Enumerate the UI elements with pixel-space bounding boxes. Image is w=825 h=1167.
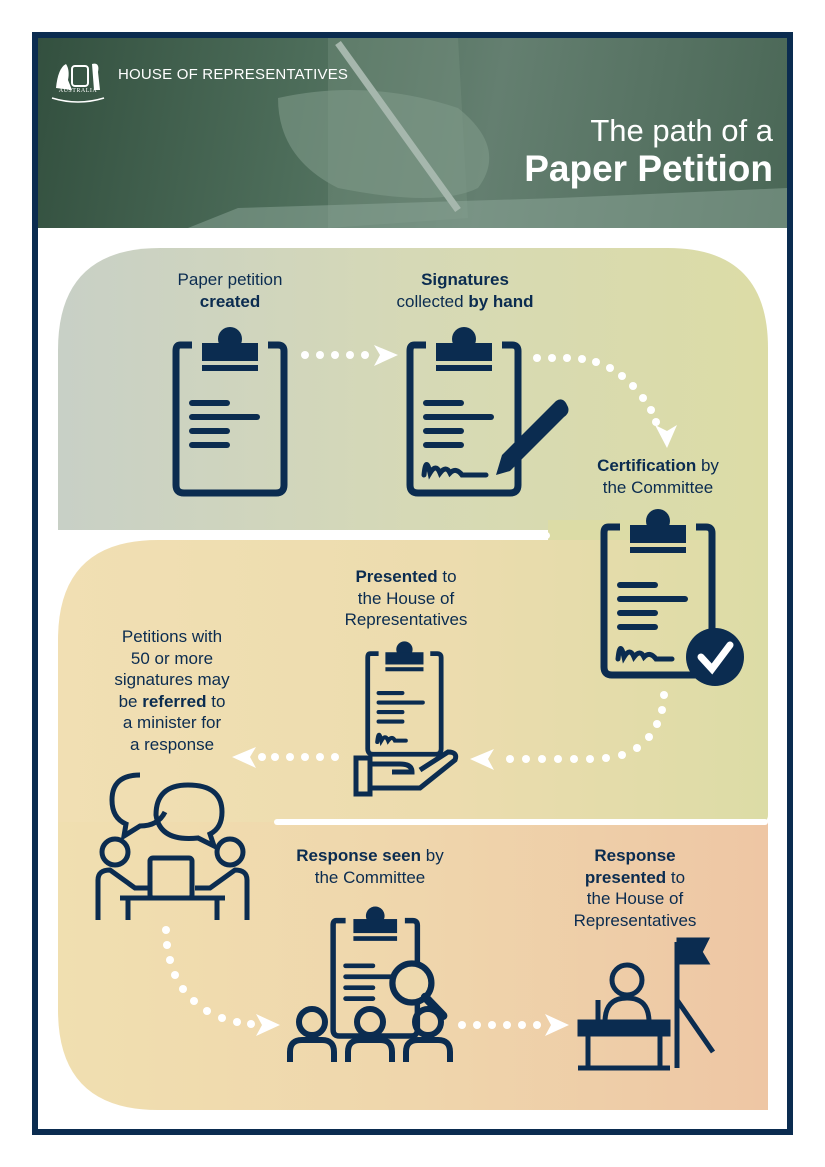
arrow-2 (533, 354, 677, 448)
speech-bubble-icon (153, 782, 225, 851)
label-text: the Committee (314, 867, 426, 887)
label-text: Petitions with (121, 627, 223, 646)
label-text: the House of (586, 889, 684, 908)
arrow-5 (162, 926, 280, 1036)
flag-icon (676, 937, 711, 965)
label-bold: Signatures (421, 270, 509, 289)
label-text: Representatives (344, 610, 468, 629)
meeting-icon (95, 772, 250, 920)
label-bold: referred (142, 691, 207, 711)
step-response-presented-label: Response presented to the House of Repre… (555, 845, 715, 931)
speech-bubble-icon (109, 772, 168, 842)
organisation-name: HOUSE OF REPRESENTATIVES (118, 66, 349, 83)
podium-speaker-icon (577, 937, 716, 1071)
label-text: by (421, 846, 444, 865)
title-line-2: Paper Petition (524, 148, 773, 189)
label-text: a response (129, 734, 215, 754)
coat-of-arms-logo (51, 63, 105, 103)
crest-text: AUSTRALIA (58, 88, 98, 94)
clipboard-certified-icon (604, 509, 744, 686)
clipboard-signature-icon (410, 327, 569, 493)
check-circle-icon (686, 628, 744, 686)
arrow-4 (232, 747, 339, 768)
label-text: the Committee (602, 477, 714, 497)
label-bold: Presented (355, 567, 438, 586)
label-text: to (437, 567, 457, 586)
label-text: 50 or more (130, 648, 214, 668)
step-created-label: Paper petition created (150, 269, 310, 312)
pen-icon (496, 399, 569, 475)
arrow-3 (470, 691, 668, 770)
label-bold: by hand (468, 291, 534, 311)
label-text: the House of (357, 588, 455, 608)
hand-writing-photo (188, 38, 787, 228)
label-bold: Certification (597, 456, 697, 475)
arrow-1 (301, 345, 398, 366)
label-bold: Response (594, 846, 676, 865)
label-text: Paper petition (177, 270, 283, 289)
step-response-seen-label: Response seen by the Committee (280, 845, 460, 888)
clipboard-hand-icon (368, 641, 441, 754)
title-line-1: The path of a (590, 113, 773, 148)
label-text: signatures may (114, 670, 230, 689)
header-banner (38, 38, 787, 228)
step-certification-label: Certification by the Committee (578, 455, 738, 498)
label-text: collected (396, 291, 469, 311)
label-bold: Response seen (296, 846, 422, 865)
label-bold: created (199, 291, 261, 311)
arrow-6 (458, 1014, 569, 1036)
step-presented-label: Presented to the House of Representative… (326, 566, 486, 631)
label-text: by (696, 456, 719, 475)
label-text: a minister for (122, 713, 222, 732)
step-referred-label: Petitions with 50 or more signatures may… (92, 626, 252, 755)
label-text: be (118, 691, 143, 711)
step-signatures-label: Signatures collected by hand (375, 269, 555, 312)
label-text: to (206, 691, 226, 711)
label-bold: presented (584, 867, 667, 887)
dotted-arrows (162, 345, 677, 1036)
label-text: to (666, 867, 686, 887)
label-text: Representatives (573, 910, 697, 930)
open-hand-icon (353, 749, 459, 797)
